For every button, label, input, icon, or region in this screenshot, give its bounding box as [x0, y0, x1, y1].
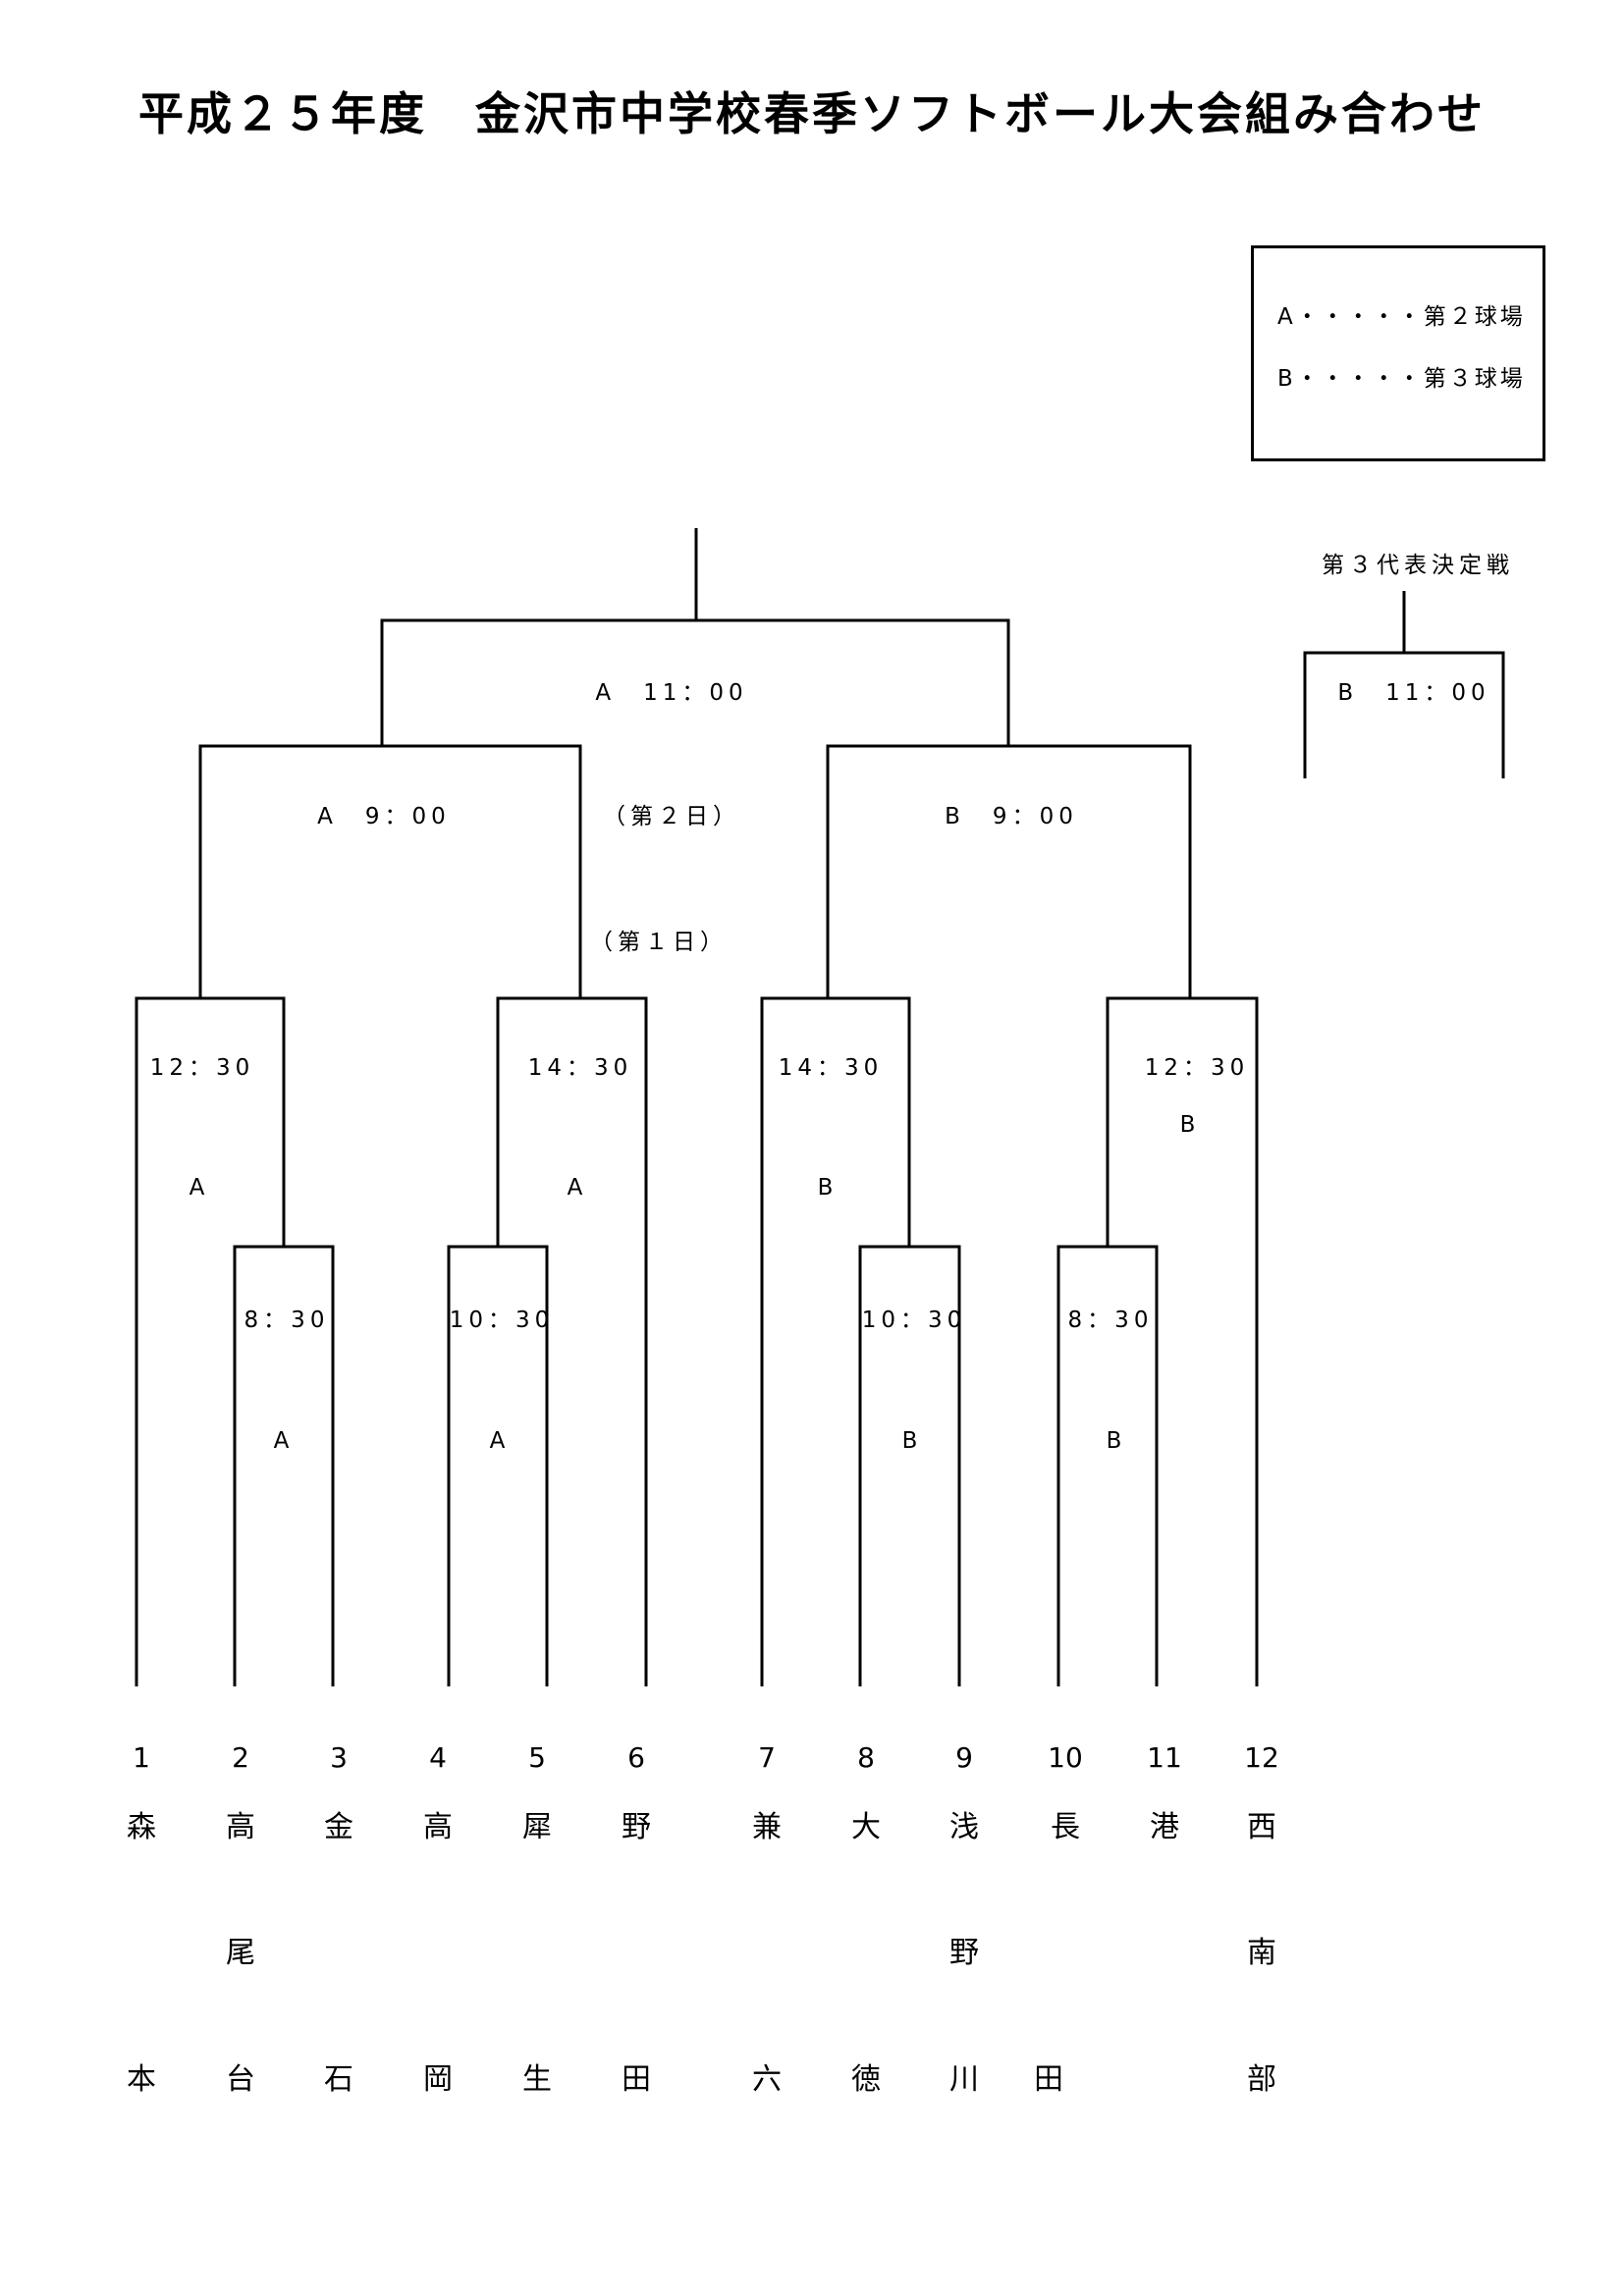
team-name-char: 部 — [1247, 2062, 1276, 2097]
team-name-char: 岡 — [423, 2062, 453, 2097]
team-name-char: 森 — [127, 1810, 156, 1844]
r1d-connector — [1056, 1245, 1159, 1686]
qf2-connector — [496, 996, 648, 1686]
third-place-match-label: B 11：00 — [1337, 680, 1490, 706]
team-number: 1 — [133, 1741, 150, 1774]
r1c-field: B — [901, 1428, 923, 1454]
team-number: 12 — [1244, 1741, 1279, 1774]
team-name-char: 高 — [226, 1810, 255, 1844]
team-name-char: 田 — [622, 2062, 651, 2097]
legend-field-b: B・・・・・第３球場 — [1277, 366, 1526, 392]
semi-left-connector — [198, 744, 582, 998]
qf4-connector — [1106, 996, 1259, 1686]
qf2-time: 14：30 — [527, 1055, 633, 1081]
qf1-time: 12：30 — [149, 1055, 255, 1081]
team-number: 3 — [330, 1741, 348, 1774]
team-name-char: 田 — [1034, 2062, 1063, 2097]
qf1-connector — [135, 996, 286, 1686]
team-number: 2 — [232, 1741, 249, 1774]
team-name-char: 徳 — [851, 2062, 881, 2097]
third-place-connector — [1303, 591, 1505, 778]
day2-label: （第２日） — [603, 804, 740, 829]
qf3-field: B — [817, 1175, 839, 1201]
team-name-char: 川 — [949, 2062, 979, 2097]
day1-label: （第１日） — [590, 930, 728, 955]
team-name-char: 犀 — [522, 1810, 552, 1844]
team-name-char: 港 — [1150, 1810, 1179, 1844]
qf3-connector — [760, 996, 911, 1686]
team-name-char: 生 — [522, 2062, 552, 2097]
r1a-connector — [233, 1245, 335, 1686]
team-name-char: 西 — [1247, 1810, 1276, 1844]
final-connector — [380, 528, 1010, 746]
team-name-char: 金 — [324, 1810, 353, 1844]
team-name-char: 台 — [226, 2062, 255, 2097]
team-name-char: 六 — [752, 2062, 782, 2097]
semi-left-match-label: A 9：00 — [317, 804, 451, 829]
qf4-time: 12：30 — [1144, 1055, 1250, 1081]
team-name-char: 大 — [851, 1810, 881, 1844]
r1a-field: A — [273, 1428, 295, 1454]
team-name-char: 長 — [1051, 1810, 1080, 1844]
team-number: 9 — [955, 1741, 973, 1774]
qf3-time: 14：30 — [778, 1055, 884, 1081]
team-name-char: 高 — [423, 1810, 453, 1844]
legend-box: A・・・・・第２球場 B・・・・・第３球場 — [1251, 245, 1545, 461]
team-name-char: 兼 — [752, 1810, 782, 1844]
team-name-char: 尾 — [226, 1936, 255, 1970]
final-match-label: A 11：00 — [595, 680, 748, 706]
r1b-field: A — [489, 1428, 511, 1454]
team-name-char: 南 — [1247, 1936, 1276, 1970]
team-name-char: 石 — [324, 2062, 353, 2097]
r1d-field: B — [1106, 1428, 1127, 1454]
team-name-char: 浅 — [949, 1810, 979, 1844]
third-place-title: 第３代表決定戦 — [1322, 553, 1514, 578]
semi-right-match-label: B 9：00 — [945, 804, 1078, 829]
team-name-char: 本 — [127, 2062, 156, 2097]
r1c-time: 10：30 — [861, 1308, 967, 1333]
r1c-connector — [858, 1245, 961, 1686]
team-number: 8 — [857, 1741, 875, 1774]
semi-right-connector — [826, 744, 1192, 998]
qf2-field: A — [567, 1175, 588, 1201]
team-number: 5 — [528, 1741, 546, 1774]
qf1-field: A — [189, 1175, 210, 1201]
r1d-time: 8：30 — [1067, 1308, 1154, 1333]
team-number: 11 — [1147, 1741, 1182, 1774]
team-number: 7 — [758, 1741, 776, 1774]
r1a-time: 8：30 — [244, 1308, 330, 1333]
team-number: 4 — [429, 1741, 447, 1774]
team-number: 6 — [627, 1741, 645, 1774]
r1b-connector — [447, 1245, 549, 1686]
page-title: 平成２５年度 金沢市中学校春季ソフトボール大会組み合わせ — [138, 87, 1486, 140]
r1b-time: 10：30 — [449, 1308, 555, 1333]
qf4-field: B — [1179, 1112, 1201, 1138]
team-number: 10 — [1048, 1741, 1083, 1774]
team-name-char: 野 — [949, 1936, 979, 1970]
team-name-char: 野 — [622, 1810, 651, 1844]
legend-field-a: A・・・・・第２球場 — [1277, 304, 1526, 330]
